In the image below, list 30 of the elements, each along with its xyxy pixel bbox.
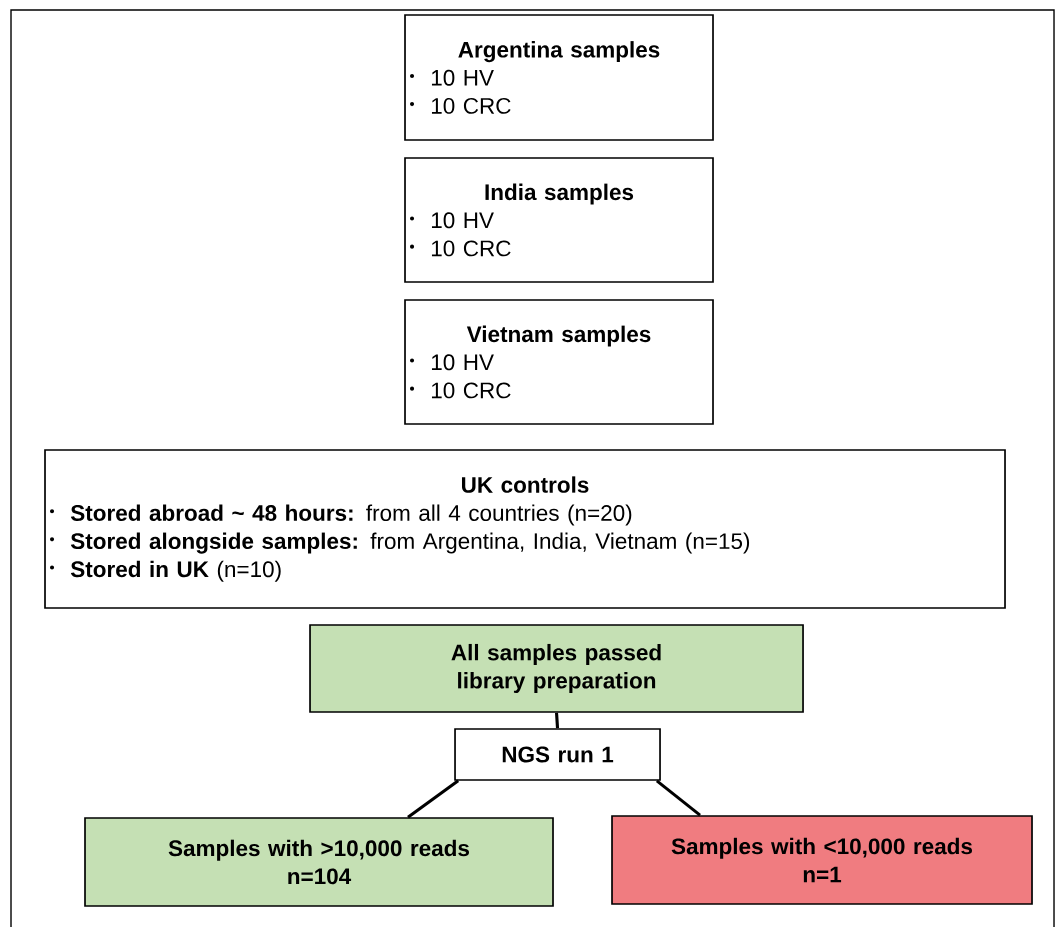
list-item: Stored abroad ~ 48 hours: from all 4 countries (n=20) [50,504,632,526]
connector-line [555,712,560,729]
list-item: 10 HV [410,69,494,86]
box-text: All samples passed library preparation [451,643,661,693]
sample-box [404,157,714,283]
box-text: n=104 [288,868,352,885]
list-item: 10 HV [410,354,494,371]
box-text: Samples with >10,000 reads [168,839,469,861]
result-box [611,815,1033,905]
connector-line [655,779,701,817]
connector-line [407,779,460,819]
box-heading: Vietnam samples [466,325,651,347]
box-heading: India samples [485,183,634,205]
list-item: 10 CRC [410,382,511,399]
sample-box [404,14,714,141]
box-text: NGS run 1 [502,746,614,763]
list-item: 10 CRC [410,97,511,114]
box-heading: Argentina samples [458,41,660,63]
list-item: Stored in UK (n=10) [50,560,281,582]
controls-box [44,449,1006,609]
list-item: Stored alongside samples: from Argentina, India, Vietnam (n=15) [50,532,750,554]
process-box [309,624,804,713]
box-text: n=1 [803,866,842,883]
list-item: 10 HV [410,212,494,229]
result-box [84,817,554,907]
box-heading: UK controls [462,476,589,493]
sample-box [404,299,714,425]
list-item: 10 CRC [410,240,511,257]
box-text: Samples with <10,000 reads [671,837,972,859]
process-box [454,728,661,781]
